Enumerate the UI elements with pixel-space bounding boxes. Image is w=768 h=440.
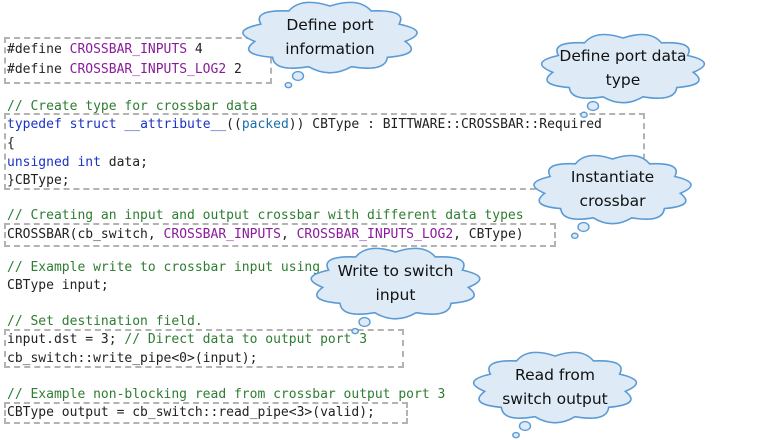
crossbar-suffix: , CBType) [453,227,524,242]
brace-open-line: { [7,136,15,151]
crossbar-section-box [4,223,556,247]
read-pipe-line: CBType output = cb_switch::read_pipe<3>(… [7,405,375,420]
define-inputs-log2-line: #define CROSSBAR_INPUTS_LOG2 2 [7,61,242,78]
cloud-body [242,1,418,74]
crossbar-log2-arg: CROSSBAR_INPUTS_LOG2 [296,227,454,242]
cloud-body [540,33,706,104]
dst-assign-code: input.dst = 3; [7,332,125,347]
thought-bubble-small [284,81,293,89]
cloud-body [310,247,481,320]
typedef-keyword: typedef [7,117,62,132]
cloud-body [533,154,692,225]
callout-define-port-type: Define port data type [540,33,706,119]
brace-close-line: }CBType; [7,173,70,188]
typedef-line: typedef struct __attribute__((packed)) C… [7,116,602,133]
thought-bubble-small [351,327,360,335]
thought-bubble-large [586,100,600,112]
dst-assign-line: input.dst = 3; // Direct data to output … [7,331,367,348]
typedef-rest: )) CBType : BITTWARE::CROSSBAR::Required [288,117,602,132]
callout-text: Define port data type [559,47,687,89]
define-directive: #define [7,62,62,77]
define-value: 4 [187,42,203,57]
thought-bubble-large [291,70,305,82]
define-directive: #define [7,42,62,57]
thought-bubble-small [580,111,588,119]
thought-bubble-large [577,221,590,233]
cloud-body [472,351,638,424]
callout-read-switch-output: Read from switch output [472,351,638,439]
int-keyword: int [77,155,101,170]
comment-set-destination: // Set destination field. [7,314,203,329]
cloud-shape-icon [242,1,418,89]
member-rest: data; [100,155,148,170]
crossbar-inputs-log2-macro: CROSSBAR_INPUTS_LOG2 [69,62,227,77]
comment-create-type: // Create type for crossbar data [7,99,258,114]
dst-assign-comment: // Direct data to output port 3 [124,332,368,347]
thought-bubble-large [518,420,532,432]
callout-text: Instantiate crossbar [570,168,655,210]
comment-example-read: // Example non-blocking read from crossb… [7,387,446,402]
thought-bubble-large [358,316,371,328]
write-pipe-line: cb_switch::write_pipe<0>(input); [7,351,258,366]
callout-define-port-info: Define port information [242,1,418,89]
thought-bubble-small [570,232,579,240]
crossbar-inputs-arg: CROSSBAR_INPUTS [163,227,281,242]
typedef-section-box [4,113,645,190]
crossbar-prefix: CROSSBAR(cb_switch, [7,227,164,242]
struct-keyword: struct [69,117,117,132]
crossbar-inputs-macro: CROSSBAR_INPUTS [69,42,188,57]
cloud-shape-icon [540,33,706,119]
attribute-keyword: __attribute__ [124,117,227,132]
crossbar-instantiation-line: CROSSBAR(cb_switch, CROSSBAR_INPUTS, CRO… [7,226,524,243]
crossbar-sep: , [280,227,297,242]
define-inputs-line: #define CROSSBAR_INPUTS 4 [7,41,203,58]
callout-write-switch-input: Write to switch input [310,247,481,335]
cloud-shape-icon [472,351,638,439]
define-value: 2 [226,62,242,77]
define-section-box [4,37,272,84]
packed-attribute: packed [241,117,289,132]
write-section-box [4,329,404,368]
callout-instantiate-crossbar: Instantiate crossbar [533,154,692,240]
input-declaration-line: CBType input; [7,278,109,293]
callout-text: Write to switch input [337,262,454,304]
thought-bubble-small [512,431,520,439]
comment-example-write: // Example write to crossbar input using [7,260,321,275]
comment-create-crossbar: // Creating an input and output crossbar… [7,208,524,223]
cloud-shape-icon [310,247,481,335]
read-section-box [4,402,408,424]
cloud-shape-icon [533,154,692,240]
unsigned-keyword: unsigned [7,155,70,170]
callout-text: Read from switch output [502,366,608,408]
paren-open: (( [226,117,242,132]
callout-text: Define port information [285,16,375,58]
member-line: unsigned int data; [7,154,148,171]
